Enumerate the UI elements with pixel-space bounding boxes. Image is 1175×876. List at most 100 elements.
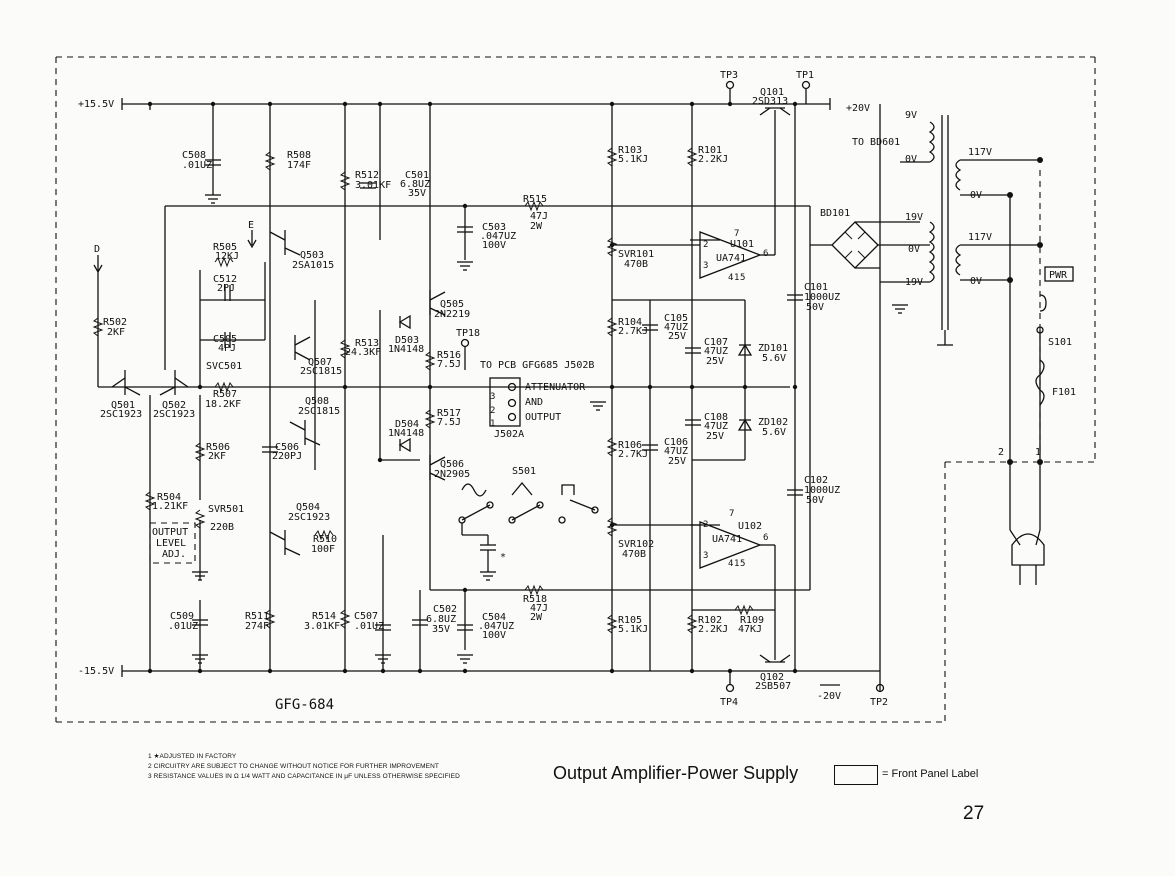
c512-ref: C512 [213,274,237,285]
r510-ref: R510 [313,534,337,545]
legend-label: = Front Panel Label [882,768,979,780]
r502-value: 2KF [107,327,125,338]
r505-value: 12KJ [215,251,239,262]
zd101-value: 5.6V [762,353,786,364]
input-e-label: E [248,220,254,231]
u101-pin3: 3 [703,261,708,271]
c502-ref: C502 [433,604,457,615]
u101-pin5: 5 [740,273,745,283]
r106-value: 2.7KJ [618,449,648,460]
r516-ref: R516 [437,350,461,361]
test-point-markers [93,80,885,693]
c506-value: 220PJ [272,451,302,462]
adjusted-star: * [500,552,506,563]
r102-value: 2.2KJ [698,624,728,635]
plug-pin2: 2 [998,447,1004,458]
r518-ref: R518 [523,594,547,605]
r504-ref: R504 [157,492,181,503]
diodes [398,314,753,453]
r105-value: 5.1KJ [618,624,648,635]
c509-value: .01UZ [168,621,198,632]
r506-ref: R506 [206,442,230,453]
r101-ref: R101 [698,145,722,156]
r513-value: 24.3KF [345,347,381,358]
rails [98,98,880,677]
c507-ref: C507 [354,611,378,622]
svr101-value: 470B [624,259,648,270]
connector-j502a [489,377,521,427]
u102-pin7: 7 [729,509,734,519]
c108-value: 47UZ [704,421,728,432]
page-number: 27 [963,803,985,824]
q501-ref: Q501 [111,400,135,411]
input-d-label: D [94,244,100,255]
c108-voltage: 25V [706,431,724,442]
q507-value: 2SC1815 [300,366,342,377]
q501-value: 2SC1923 [100,409,142,420]
d503-value: 1N4148 [388,344,424,355]
svr102-value: 470B [622,549,646,560]
tx-19v-a: 19V [905,212,923,223]
d504-ref: D504 [395,419,419,430]
r511-value: 274F [245,621,269,632]
connector-line1: ATTENUATOR [525,382,586,393]
pwr-switch-fuse [1009,266,1074,585]
connector-line2: AND [525,397,543,408]
note-3: 3 RESISTANCE VALUES IN Ω 1/4 WATT AND CA… [148,773,460,780]
r507-ref: R507 [213,389,237,400]
svr102-ref: SVR102 [618,539,654,550]
switch-s501 [458,481,599,572]
svr501-value: 220B [210,522,234,533]
r506-value: 2KF [208,451,226,462]
c105-voltage: 25V [668,331,686,342]
c102-ref: C102 [804,475,828,486]
rail-neg20-label: -20V [817,691,841,702]
r512-value: 3.01KF [355,180,391,191]
u101-pin4: 4 [728,273,733,283]
r103-ref: R103 [618,145,642,156]
output-level-line1: OUTPUT [152,527,188,538]
r102-ref: R102 [698,615,722,626]
c501-voltage: 35V [408,188,426,199]
c501-ref: C501 [405,170,429,181]
right-wiring [611,104,881,692]
tp18-label: TP18 [456,328,480,339]
u102-pin2: 2 [703,520,708,530]
svr501-ref: SVR501 [208,504,244,515]
q101-value: 2SD313 [752,96,788,107]
q506-value: 2N2905 [434,469,470,480]
r515-value: 47J [530,211,548,222]
c102-value: 1000UZ [804,485,840,496]
d504-value: 1N4148 [388,428,424,439]
bridge-rectifier [810,221,930,269]
c106-ref: C106 [664,437,688,448]
u102-ref: U102 [738,521,762,532]
front-panel-legend-box [834,765,878,785]
r106-ref: R106 [618,440,642,451]
r109-value: 47KJ [738,624,762,635]
q102-value: 2SB507 [755,681,791,692]
tx-117v-a: 117V [968,147,992,158]
connector-line3: OUTPUT [525,412,561,423]
r508-value: 174F [287,160,311,171]
q502-value: 2SC1923 [153,409,195,420]
tx-0v-a: 0V [905,154,917,165]
output-level-line3: ADJ. [162,549,186,560]
output-level-box [149,522,196,564]
q508-ref: Q508 [305,396,329,407]
rail-neg-label: -15.5V [78,666,114,677]
q508-value: 2SC1815 [298,406,340,417]
note-1: 1 ★ADJUSTED IN FACTORY [148,753,237,760]
tx-19v-b: 19V [905,277,923,288]
c504-value: .047UZ [478,621,514,632]
u102-pin4: 4 [728,559,733,569]
u101-pin7: 7 [734,229,739,239]
u101-ref: U101 [730,239,754,250]
zd102-ref: ZD102 [758,417,788,428]
u101-value: UA741 [716,253,746,264]
tx-0v-d: 0V [970,276,982,287]
plug-pin1: 1 [1035,447,1041,458]
u101-pin1: 1 [734,273,739,283]
q506-ref: Q506 [440,459,464,470]
